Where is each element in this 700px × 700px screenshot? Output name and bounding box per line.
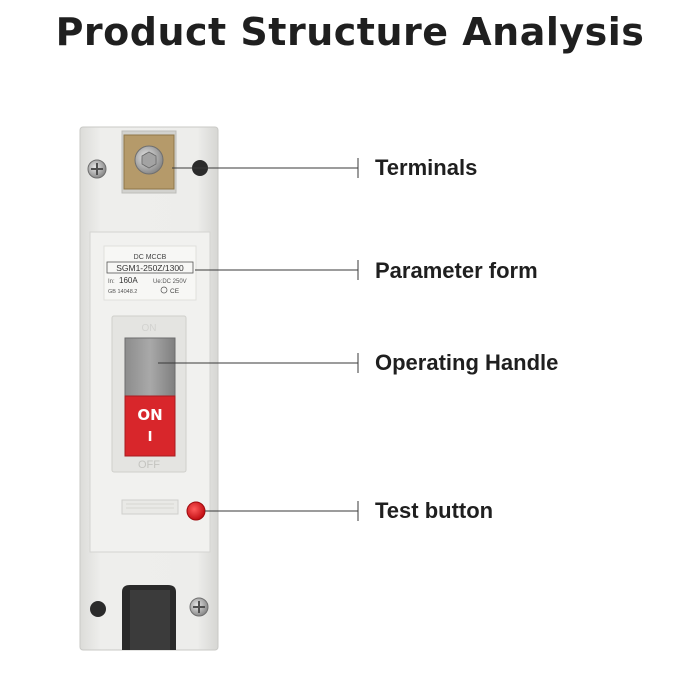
handle-on-label: ON [137, 406, 162, 424]
nameplate-standard: GB 14048.2 [108, 289, 137, 295]
nameplate-marks: CE [170, 288, 180, 295]
test-slot [121, 499, 179, 515]
screw-bottom-right [189, 597, 209, 617]
test-button[interactable] [186, 501, 206, 521]
callout-terminals: Terminals [375, 155, 478, 180]
leader-operating-handle [158, 353, 359, 373]
nameplate-type: DC MCCB [134, 254, 167, 261]
leader-test-button [205, 501, 359, 521]
callout-operating-handle: Operating Handle [375, 350, 559, 375]
callout-parameter-form: Parameter form [375, 258, 538, 283]
screw-top-left [87, 159, 107, 179]
nameplate-current-label: In: [108, 279, 115, 285]
nameplate-voltage: Ue:DC 250V [153, 279, 187, 285]
operating-handle[interactable]: ON I [124, 337, 176, 457]
leader-lines [158, 158, 359, 521]
nameplate-model: SGM1-250Z/1300 [116, 263, 184, 273]
page-title: Product Structure Analysis [55, 10, 645, 54]
handle-off-label: OFF [138, 459, 160, 471]
handle-on-symbol: I [148, 430, 153, 445]
callout-test-button: Test button [375, 498, 494, 523]
ccc-mark-icon [160, 286, 168, 294]
hole-bottom-left [90, 601, 106, 617]
handle-top-label: ON [142, 323, 157, 334]
nameplate: DC MCCB SGM1-250Z/1300 In: 160A Ue:DC 25… [103, 245, 197, 301]
nameplate-current: 160A [119, 276, 138, 285]
leader-terminals [172, 158, 359, 178]
leader-parameter-form [195, 260, 359, 280]
top-terminal [123, 134, 175, 190]
